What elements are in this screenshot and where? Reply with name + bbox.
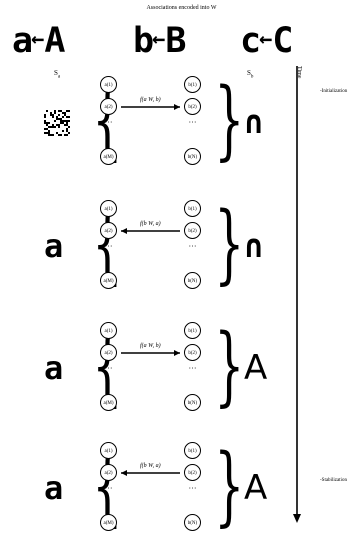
noisy-pattern-a	[44, 110, 70, 136]
pattern-s-b: A	[244, 470, 267, 506]
pattern-s-a: a	[44, 470, 63, 506]
stabilization-marker: -Stabilization	[320, 478, 347, 483]
pattern-s-b-noisy: ∩	[244, 104, 263, 140]
pattern-s-b: A	[244, 350, 267, 386]
arrow-left	[88, 436, 218, 536]
association-block: {}a(1)a(2)···a(M)b(1)b(2)···b(N)f(a W, b…	[88, 316, 218, 416]
association-block: {}a(1)a(2)···a(M)b(1)b(2)···b(N)f(b W, a…	[88, 194, 218, 294]
initialization-marker: -Initialization	[320, 89, 347, 94]
right-brace: }	[214, 70, 244, 170]
right-brace: }	[214, 194, 244, 294]
arrow-right	[88, 70, 218, 170]
pattern-s-a: a	[44, 228, 63, 264]
right-brace: }	[214, 436, 244, 536]
right-brace: }	[214, 316, 244, 416]
pattern-s-a: a	[44, 350, 63, 386]
association-block: {}a(1)a(2)···a(M)b(1)b(2)···b(N)f(a W, b…	[88, 70, 218, 170]
arrow-right	[88, 316, 218, 416]
association-block: {}a(1)a(2)···a(M)b(1)b(2)···b(N)f(b W, a…	[88, 436, 218, 536]
arrow-left	[88, 194, 218, 294]
pattern-s-b-noisy: ∩	[244, 228, 263, 264]
time-axis-arrowhead	[293, 514, 301, 523]
